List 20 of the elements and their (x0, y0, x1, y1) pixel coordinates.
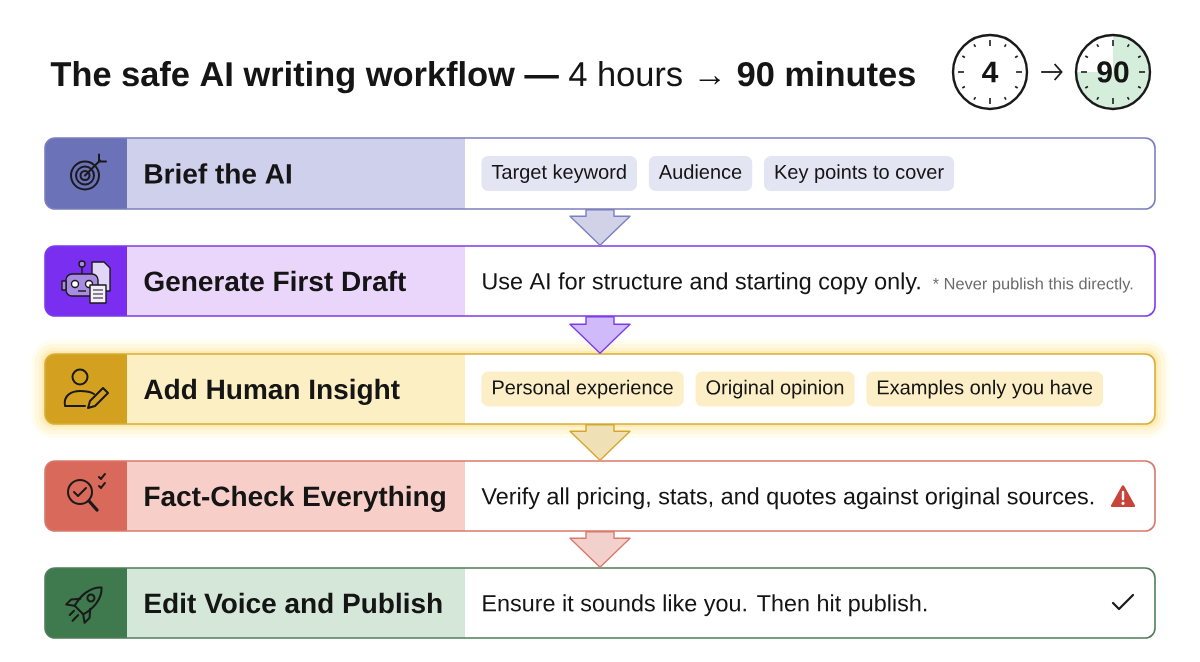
tag-chip: Key points to cover (764, 156, 955, 191)
block-arrow (569, 209, 631, 246)
node-label: * Never publish this directly. (932, 277, 1133, 293)
block-arrow (569, 531, 631, 568)
arrow (1040, 63, 1063, 81)
tag-chip: Examples only you have (866, 371, 1104, 407)
tag-chip: Target keyword (481, 156, 637, 191)
node-label: Generate First Draft (144, 270, 406, 292)
node-label: Use AI for structure and starting copy only. (483, 272, 920, 295)
clock-dial: 90 (1074, 33, 1152, 111)
block-arrow (569, 424, 631, 461)
step-box: Generate First Draft Use AI for structure and starting copy only. * Never publish this directly. (44, 245, 1156, 317)
tag-chip: Original opinion (695, 371, 855, 407)
step-box: Edit Voice and Publish Ensure it sounds like you. Then hit publish. (44, 567, 1156, 639)
tag-chip: Audience (648, 156, 753, 191)
tag-chip: Personal experience (481, 371, 684, 407)
title: The safe AI writing workflow — 4 hours → 90 minutes (50, 61, 915, 94)
block-arrow (569, 316, 631, 354)
clock-dial: 4 (951, 33, 1029, 111)
step-box: Fact-Check Everything Verify all pricing, stats, and quotes against original sources. (44, 460, 1156, 532)
